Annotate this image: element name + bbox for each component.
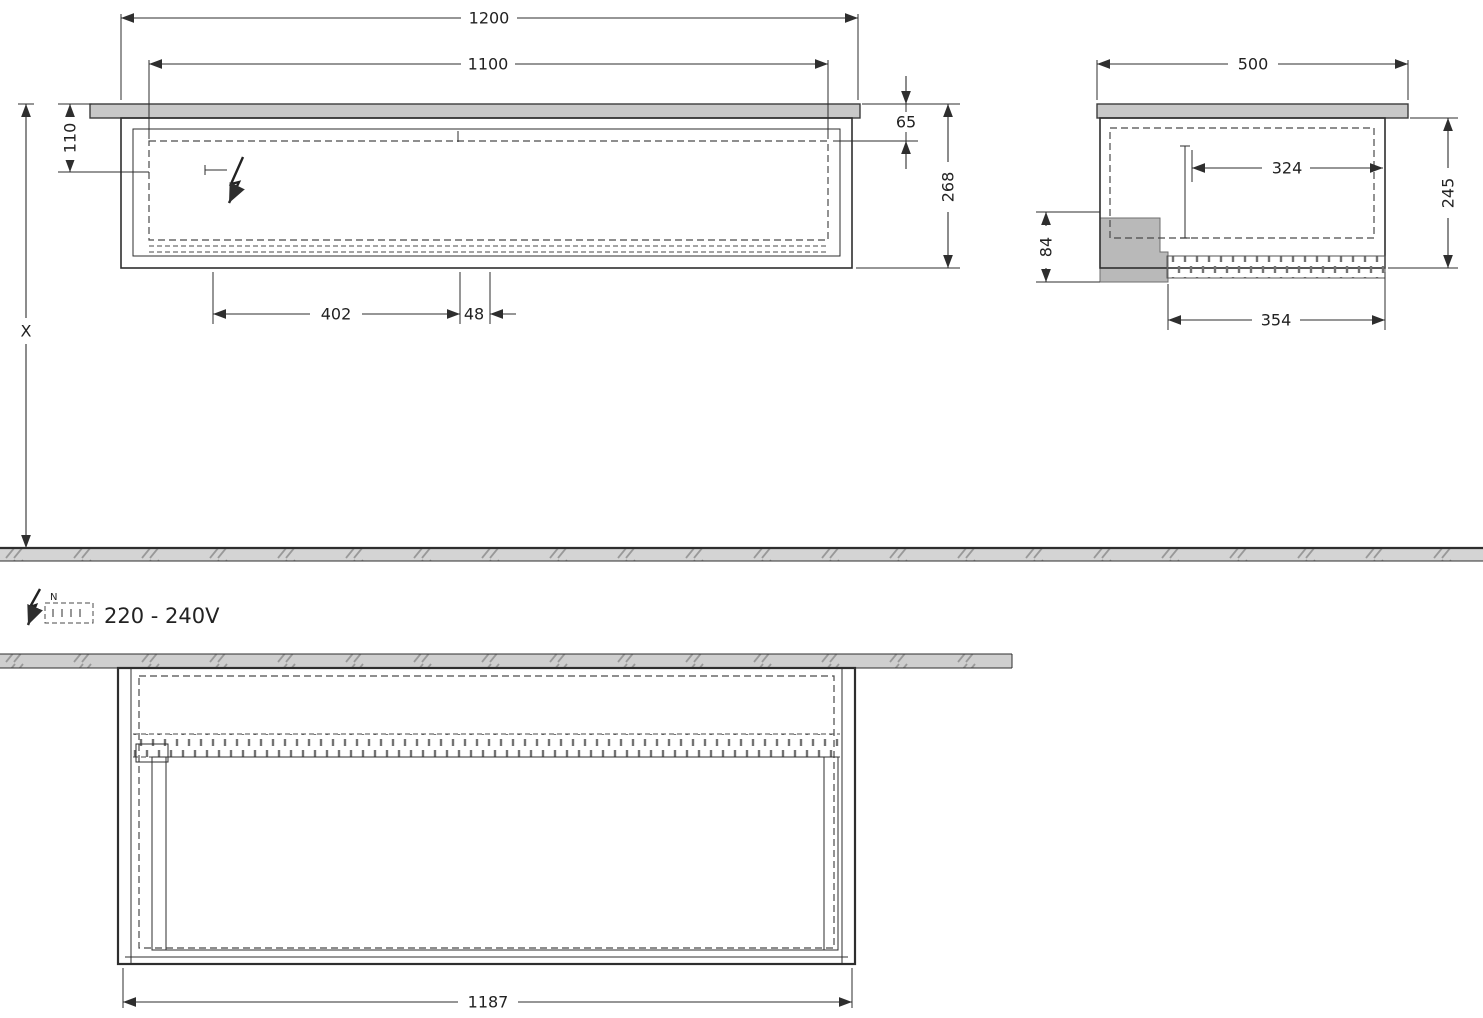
drawer-back-line	[1180, 145, 1190, 239]
countertop-side	[1096, 103, 1409, 119]
drawer-side-walls	[165, 757, 825, 950]
dim-354: 354	[1167, 272, 1386, 331]
dim-110: 110	[58, 103, 149, 173]
dim-402: 402	[212, 272, 491, 324]
floor-section	[0, 546, 1483, 562]
dim-84: 84	[1036, 211, 1100, 283]
countertop-front	[89, 103, 861, 119]
dim-48-label: 48	[464, 305, 484, 324]
back-rail-section	[133, 734, 840, 757]
dim-324: 324	[1191, 150, 1383, 182]
dim-245-label: 245	[1439, 178, 1458, 209]
cabinet-side-walls	[130, 668, 843, 964]
hidden-interior-side	[1109, 127, 1375, 239]
dim-1200: 1200	[120, 7, 859, 100]
dim-84-label: 84	[1037, 237, 1056, 257]
drawer-front-panel	[132, 128, 841, 257]
cabinet-front-outline	[120, 117, 853, 269]
lightning-bolt-icon	[26, 588, 43, 626]
cabinet-plan-outline	[116, 666, 857, 966]
dim-500: 500	[1096, 53, 1409, 100]
hidden-interior-front	[148, 140, 829, 241]
terminal-box	[44, 602, 94, 624]
voltage-label: 220 - 240V	[104, 604, 220, 628]
dim-1100-label: 1100	[468, 55, 509, 74]
dim-500-label: 500	[1238, 55, 1269, 74]
dim-install-height: X	[15, 103, 37, 549]
lightning-bolt-icon	[204, 156, 245, 204]
dim-402-label: 402	[321, 305, 352, 324]
dim-268-label: 268	[939, 172, 958, 203]
service-recess	[1099, 217, 1169, 283]
power-connection: N 220 - 240V	[26, 588, 220, 628]
dim-65: 65	[833, 76, 920, 169]
mount-bracket	[135, 743, 169, 763]
dim-110-label: 110	[61, 123, 80, 154]
hidden-interior-plan	[138, 675, 835, 949]
dim-1100: 1100	[148, 53, 829, 139]
dim-1187-label: 1187	[468, 993, 509, 1012]
front-view: 1200 1100 110 X 65	[15, 7, 960, 549]
drawer-bottom-section	[1166, 255, 1386, 279]
dim-x-label: X	[21, 322, 32, 341]
drawer-box-plan	[151, 756, 839, 951]
dim-245: 245	[1388, 117, 1458, 269]
plan-view: 1187	[0, 653, 1013, 1013]
dim-268: 268	[856, 103, 960, 269]
dim-354-label: 354	[1261, 311, 1292, 330]
neutral-label: N	[50, 592, 57, 603]
terminal-pins	[52, 609, 81, 617]
dim-1200-label: 1200	[469, 9, 510, 28]
side-view: 500 324 245 84 354	[1036, 53, 1458, 331]
dim-48: 48	[462, 304, 516, 324]
dim-324-label: 324	[1272, 159, 1303, 178]
dim-1187: 1187	[122, 968, 853, 1013]
hidden-bottom-strip	[149, 245, 828, 253]
dim-65-label: 65	[896, 113, 916, 132]
